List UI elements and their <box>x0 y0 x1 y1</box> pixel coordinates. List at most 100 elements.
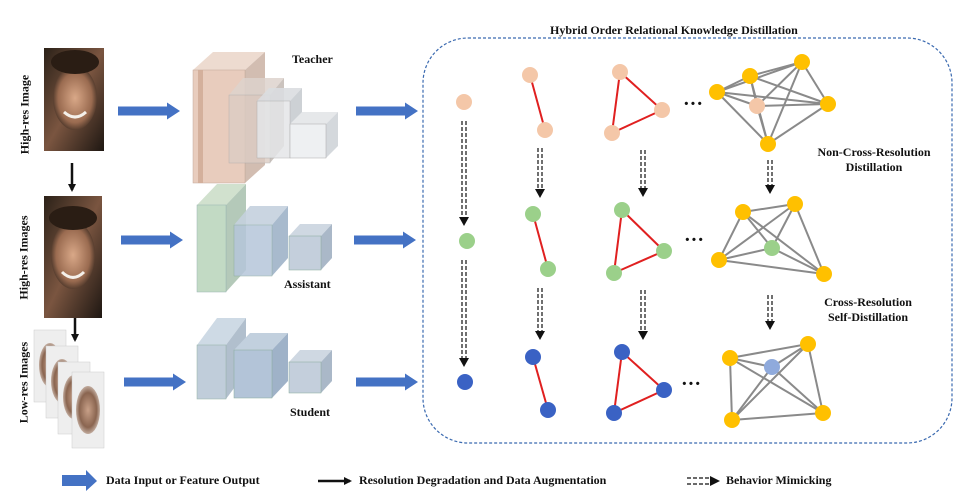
input-arrow-assistant <box>121 231 183 249</box>
low-res-image-stack <box>33 329 105 449</box>
student-hub-center-node <box>764 359 780 375</box>
assistant-triangle-edge <box>621 209 665 252</box>
teacher-hub-center-node <box>749 98 765 114</box>
student-network <box>196 318 332 400</box>
teacher-triangle-edge <box>611 71 621 134</box>
high-res-image <box>44 48 104 151</box>
teacher-hub-node <box>820 96 836 112</box>
assistant-hub-edge <box>718 259 825 275</box>
student-hub-node <box>724 412 740 428</box>
assistant-triangle-edge <box>613 250 665 274</box>
student-hub-node <box>722 350 738 366</box>
assistant-hub-node <box>735 204 751 220</box>
assistant-network <box>196 184 332 293</box>
student-hub-edge <box>807 343 824 414</box>
mimic-arrow-triangle-top <box>638 150 648 197</box>
teacher-network <box>192 52 338 184</box>
student-hub-edge <box>729 343 809 359</box>
teacher-single-node <box>456 94 472 110</box>
mimic-arrow-single-top <box>459 121 469 226</box>
feature-arrow-student <box>356 373 418 391</box>
assistant-triangle-node <box>656 243 672 259</box>
teacher-hub-edge <box>716 91 769 145</box>
mimic-arrow-pair-bottom <box>535 288 545 340</box>
assistant-hub-edge <box>742 203 796 213</box>
teacher-hub-node <box>794 54 810 70</box>
student-pair-node <box>540 402 556 418</box>
row-label-high-res-aug: High-res Images <box>16 215 31 300</box>
teacher-triangle-edge <box>619 71 663 111</box>
assistant-hub-edge <box>742 211 825 275</box>
teacher-hub-edge <box>749 61 803 77</box>
assistant-label: Assistant <box>284 277 331 291</box>
teacher-triangle-node <box>612 64 628 80</box>
mimic-arrow-triangle-bottom <box>638 290 648 340</box>
assistant-hub-edge <box>718 247 773 261</box>
student-hub-edge <box>731 366 773 421</box>
assistant-hub-center-node <box>764 240 780 256</box>
mimic-arrow-hub-top <box>765 160 775 194</box>
feature-arrow-assistant <box>354 231 416 249</box>
teacher-hub-edge <box>716 91 829 105</box>
student-hub-node <box>800 336 816 352</box>
ellipsis-3: ··· <box>681 373 701 395</box>
teacher-hub-edge <box>749 75 829 105</box>
student-hub-edge <box>729 357 733 421</box>
legend-dashed-arrow-icon <box>687 476 720 486</box>
teacher-hub-edge <box>756 103 829 107</box>
cross-resolution-label: Cross-Resolution Self-Distillation <box>824 295 912 324</box>
mimic-arrow-pair-top <box>535 148 545 198</box>
teacher-triangle-node <box>604 125 620 141</box>
teacher-hub-edge <box>767 103 829 145</box>
student-hub-node <box>815 405 831 421</box>
student-triangle-edge <box>613 389 665 414</box>
student-single-node <box>457 374 473 390</box>
teacher-hub-edge <box>801 61 829 105</box>
assistant-hub-node <box>787 196 803 212</box>
row-label-low-res: Low-res Images <box>16 341 31 424</box>
student-triangle-node <box>656 382 672 398</box>
teacher-hub-node <box>760 136 776 152</box>
assistant-pair-edge <box>532 213 549 270</box>
assistant-pair-node <box>525 206 541 222</box>
high-res-augmented-image <box>44 196 102 318</box>
legend-blue-arrow-icon <box>62 470 97 491</box>
input-arrow-teacher <box>118 102 180 120</box>
non-cross-resolution-label: Non-Cross-Resolution Distillation <box>817 145 931 174</box>
assistant-pair-node <box>540 261 556 277</box>
assistant-single-node <box>459 233 475 249</box>
student-pair-edge <box>532 356 549 411</box>
teacher-triangle-node <box>654 102 670 118</box>
assistant-triangle-edge <box>613 209 623 274</box>
teacher-pair-node <box>522 67 538 83</box>
teacher-triangle-edge <box>611 109 663 134</box>
teacher-hub-edge <box>716 61 803 93</box>
student-triangle-node <box>606 405 622 421</box>
legend-degradation-label: Resolution Degradation and Data Augmenta… <box>359 473 607 487</box>
assistant-hub-edge <box>771 247 825 275</box>
legend-graphics <box>62 470 720 491</box>
teacher-hub-node <box>709 84 725 100</box>
student-hub-edge <box>731 343 809 421</box>
row-label-high-res: High-res Image <box>17 74 32 155</box>
student-pair-node <box>525 349 541 365</box>
assistant-hub-node <box>816 266 832 282</box>
feature-arrow-teacher <box>356 102 418 120</box>
student-triangle-edge <box>621 351 665 391</box>
assistant-hub-edge <box>771 203 796 249</box>
assistant-triangle-node <box>614 202 630 218</box>
assistant-hub-edge <box>794 203 825 275</box>
student-triangle-edge <box>613 351 623 414</box>
student-label: Student <box>290 405 331 419</box>
student-hub-edge <box>771 366 824 414</box>
legend-mimicking-label: Behavior Mimicking <box>726 473 832 487</box>
student-triangle-node <box>614 344 630 360</box>
teacher-hub-edge <box>756 61 803 107</box>
mimic-arrow-hub-bottom <box>765 295 775 330</box>
teacher-pair-node <box>537 122 553 138</box>
teacher-hub-edge <box>767 61 803 145</box>
assistant-hub-node <box>711 252 727 268</box>
mimic-arrow-single-bottom <box>459 260 469 367</box>
teacher-label: Teacher <box>292 52 333 66</box>
